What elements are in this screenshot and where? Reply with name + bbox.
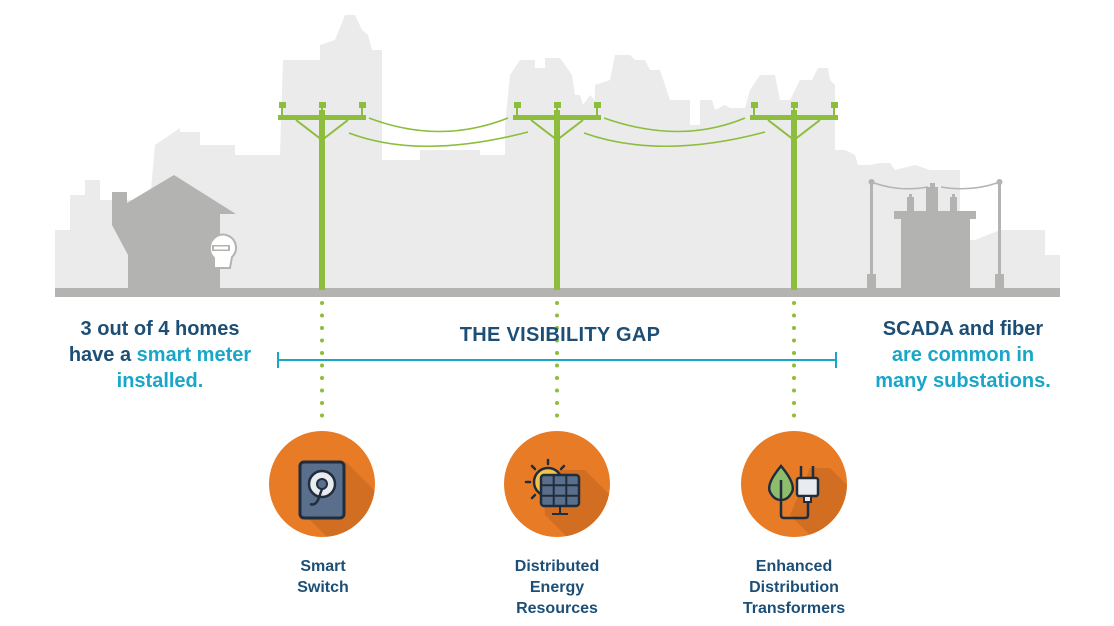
- connector-dot: [555, 376, 559, 380]
- insulator: [594, 102, 601, 108]
- smart-switch-badge: [269, 431, 375, 537]
- house-icon: [112, 175, 236, 290]
- callout-line: SCADA and fiber: [882, 318, 1044, 340]
- insulator: [791, 102, 798, 108]
- connector-dot: [792, 413, 796, 418]
- connector-dot: [555, 388, 559, 393]
- label-line: Smart: [300, 558, 346, 575]
- label-line: Energy: [529, 579, 585, 596]
- connector-dot: [792, 388, 796, 393]
- insulator: [359, 102, 366, 108]
- connector-dot: [555, 351, 559, 355]
- utility-pole: [278, 102, 366, 290]
- connector-dot: [555, 363, 559, 368]
- connector-dot: [555, 313, 559, 318]
- utility-poles: [278, 102, 838, 290]
- callout-line: 3 out of 4 homes: [80, 318, 240, 340]
- connector-dot: [555, 326, 559, 330]
- insulator: [319, 102, 326, 108]
- connector-dot: [555, 401, 559, 405]
- smart-switch-icon: [298, 460, 346, 520]
- homes-smart-meter-callout: 3 out of 4 homes have a smart meter inst…: [40, 316, 280, 394]
- connector-dot: [320, 413, 324, 418]
- transformer-badge: [741, 431, 847, 537]
- label-line: Switch: [297, 579, 349, 596]
- callout-line: are common in: [891, 344, 1035, 366]
- insulator: [554, 102, 561, 108]
- insulator: [514, 102, 521, 108]
- der-badge: [504, 431, 610, 537]
- leaf-plug-icon: [767, 464, 820, 520]
- visibility-gap-bracket: [277, 352, 837, 368]
- insulator: [279, 102, 286, 108]
- substation-icon: [867, 179, 1004, 290]
- callout-line: installed.: [116, 370, 204, 392]
- callout-line: many substations.: [875, 370, 1051, 392]
- label-line: Distributed: [514, 558, 600, 575]
- visibility-gap-title: THE VISIBILITY GAP: [459, 324, 661, 346]
- device-label-transformers: Enhanced Distribution Transformers: [714, 556, 874, 619]
- connector-dot: [320, 301, 324, 305]
- utility-pole: [750, 102, 838, 290]
- label-line: Enhanced: [755, 558, 833, 575]
- connector-dot: [320, 338, 324, 343]
- insulator: [751, 102, 758, 108]
- power-lines: [348, 117, 766, 148]
- connector-dot: [555, 338, 559, 343]
- wire: [368, 117, 509, 133]
- connector-dot: [792, 363, 796, 368]
- connector-dot: [555, 301, 559, 305]
- connector-dot: [320, 376, 324, 380]
- connector-dot: [320, 363, 324, 368]
- connector-dot: [792, 338, 796, 343]
- connector-dot: [320, 401, 324, 405]
- label-line: Distribution: [749, 579, 839, 596]
- ground-line: [55, 288, 1060, 297]
- device-label-smart-switch: Smart Switch: [243, 556, 403, 598]
- connector-dot: [792, 376, 796, 380]
- connector-dot: [320, 351, 324, 355]
- wire: [583, 131, 766, 148]
- substations-callout: SCADA and fiber are common in many subst…: [848, 316, 1078, 394]
- connector-dot: [792, 301, 796, 305]
- label-line: Resources: [516, 600, 598, 617]
- connector-dot: [792, 351, 796, 355]
- wire: [348, 131, 529, 148]
- dotted-connectors: [320, 301, 796, 418]
- device-label-der: Distributed Energy Resources: [477, 556, 637, 619]
- connector-dot: [555, 413, 559, 418]
- callout-highlight: smart meter: [136, 344, 252, 366]
- connector-dot: [792, 401, 796, 405]
- connector-dot: [320, 388, 324, 393]
- callout-text: have a: [68, 344, 137, 366]
- insulator: [831, 102, 838, 108]
- connector-dot: [792, 326, 796, 330]
- utility-pole: [513, 102, 601, 290]
- wire: [603, 117, 746, 133]
- connector-dot: [320, 313, 324, 318]
- solar-panel-icon: [524, 458, 581, 515]
- label-line: Transformers: [742, 600, 846, 617]
- callout-line: have a smart meter: [40, 342, 280, 368]
- smart-meter-icon: [208, 233, 237, 269]
- connector-dot: [792, 313, 796, 318]
- connector-dot: [320, 326, 324, 330]
